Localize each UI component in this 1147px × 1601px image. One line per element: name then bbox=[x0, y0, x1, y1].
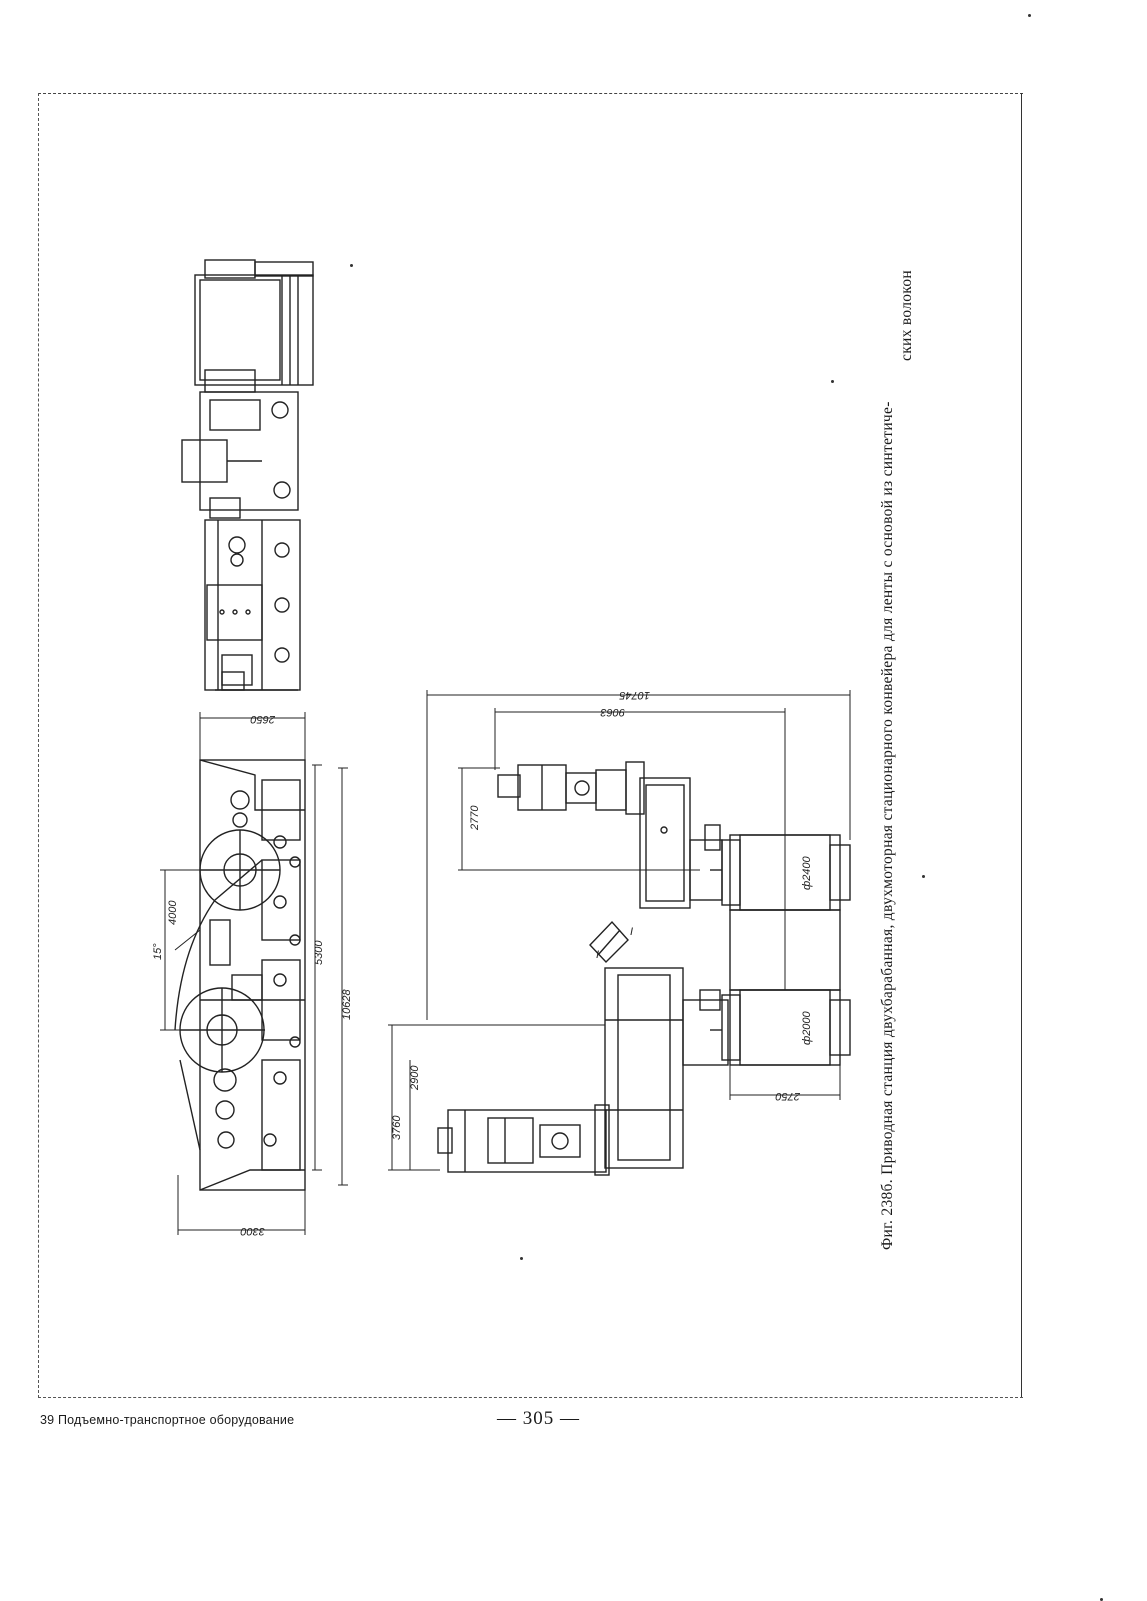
frame-bottom-line bbox=[38, 1397, 1023, 1398]
dim-4000: 4000 bbox=[167, 900, 179, 925]
dim-10628: 10628 bbox=[341, 989, 353, 1020]
dim-drum-lower: ф2000 bbox=[801, 1010, 813, 1045]
top-view-drive bbox=[181, 259, 314, 691]
scan-speck bbox=[350, 264, 353, 267]
dim-10745: 10745 bbox=[619, 689, 650, 701]
dim-drum-upper: ф2400 bbox=[801, 855, 813, 890]
dim-2650: 2650 bbox=[250, 713, 276, 725]
dim-angle: 15° bbox=[152, 943, 164, 960]
scan-speck bbox=[922, 875, 925, 878]
dim-9063: 9063 bbox=[600, 706, 625, 718]
frame-left-line bbox=[38, 93, 39, 1398]
plan-view-dimensions bbox=[388, 690, 851, 1171]
caption-line-1: Фиг. 238б. Приводная станция двухбарабан… bbox=[879, 401, 896, 1250]
frame-top-line bbox=[38, 93, 1023, 94]
scan-speck bbox=[1028, 14, 1031, 17]
scan-speck bbox=[520, 1257, 523, 1260]
dim-2750: 2750 bbox=[775, 1090, 801, 1102]
dim-5300: 5300 bbox=[313, 940, 325, 965]
dim-3300: 3300 bbox=[240, 1225, 265, 1237]
side-view-station bbox=[174, 759, 306, 1191]
caption-line-2: ских волокон bbox=[898, 270, 915, 361]
plan-view-station bbox=[437, 761, 851, 1176]
dim-2770: 2770 bbox=[469, 805, 481, 831]
footer-book-title: 39 Подъемно-транспортное оборудование bbox=[40, 1413, 295, 1427]
section-mark-left: I bbox=[596, 949, 599, 961]
section-mark-right: I bbox=[630, 926, 633, 938]
figure-caption: Фиг. 238б. Приводная станция двухбарабан… bbox=[878, 230, 916, 1250]
frame-right-line bbox=[1021, 93, 1022, 1398]
side-view-dimensions bbox=[160, 712, 348, 1235]
dim-2900: 2900 bbox=[409, 1065, 421, 1091]
page-number: — 305 — bbox=[497, 1408, 580, 1429]
dim-3760: 3760 bbox=[391, 1115, 403, 1140]
scan-speck bbox=[831, 380, 834, 383]
